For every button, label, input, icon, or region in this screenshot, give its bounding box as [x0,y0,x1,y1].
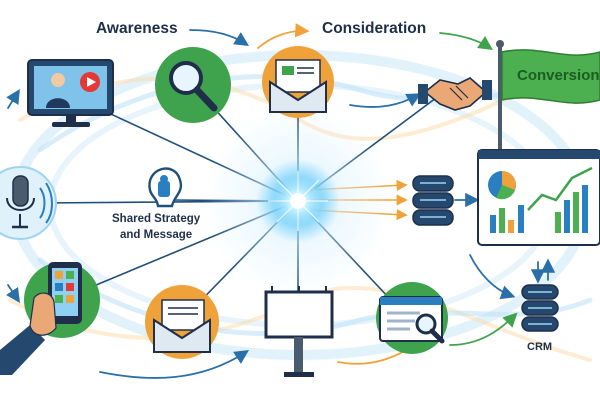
email-newsletter-icon [262,46,334,118]
analytics-dashboard-icon [477,149,600,246]
stage-label-awareness: Awareness [96,20,178,37]
conversion-flag-icon [496,40,600,150]
handshake-icon [418,77,492,111]
shared-strategy-line1: Shared Strategy [112,213,201,225]
microphone-podcast-icon [0,166,57,240]
video-ad-monitor-icon [27,59,114,127]
billboard-icon [264,286,334,377]
crm-label: CRM [527,341,553,353]
web-search-icon [376,282,448,354]
email-icon [145,285,219,359]
shared-strategy-line2: and Message [119,229,193,241]
stage-label-consideration: Consideration [322,20,427,37]
lightbulb-icon [148,167,183,208]
strategy-hub [203,106,393,296]
shared-strategy-label: Shared Strategy and Message [112,211,200,243]
magnifier-icon [155,47,231,123]
database-icon [412,175,454,226]
crm-database-icon [521,284,559,332]
mobile-phone-icon [0,262,100,375]
stage-label-conversion: Conversion [517,67,600,84]
flow-arrows [6,23,556,379]
